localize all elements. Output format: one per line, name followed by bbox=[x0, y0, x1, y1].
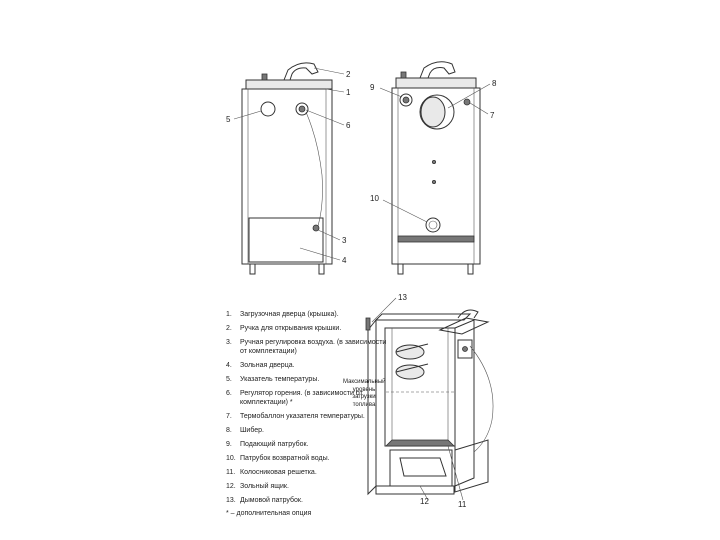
callout-5: 5 bbox=[226, 115, 231, 124]
legend-num: 9. bbox=[226, 441, 232, 448]
callout-2: 2 bbox=[346, 70, 351, 79]
legend-item: 13. Дымовой патрубок. bbox=[226, 496, 394, 505]
legend-item: 11. Колосниковая решетка. bbox=[226, 468, 394, 477]
callout-11: 11 bbox=[458, 500, 467, 509]
footnote: * – дополнительная опция bbox=[226, 510, 312, 517]
legend-item: 9. Подающий патрубок. bbox=[226, 440, 394, 449]
legend-num: 8. bbox=[226, 427, 232, 434]
front-view: 2 1 5 6 3 4 bbox=[226, 62, 351, 275]
legend-num: 12. bbox=[226, 483, 236, 490]
legend-num: 7. bbox=[226, 413, 232, 420]
back-view: 9 8 7 10 bbox=[370, 61, 497, 275]
callout-1: 1 bbox=[346, 88, 351, 97]
legend-text: Указатель температуры. bbox=[240, 376, 320, 383]
legend-text: Загрузочная дверца (крышка). bbox=[240, 311, 339, 318]
fuel-level-label: Максимальный уровень загрузки топлива bbox=[343, 379, 386, 408]
legend-num: 4. bbox=[226, 362, 232, 369]
legend-text: Регулятор горения. (в зависимости от ком… bbox=[240, 390, 363, 406]
legend-text: Патрубок возвратной воды. bbox=[240, 455, 330, 462]
section-view: 13 12 11 bbox=[365, 293, 494, 509]
callout-9: 9 bbox=[370, 83, 375, 92]
legend-text: Термобаллон указателя температуры. bbox=[240, 413, 365, 420]
legend-item: 1. Загрузочная дверца (крышка). bbox=[226, 310, 394, 319]
legend-item: 10. Патрубок возвратной воды. bbox=[226, 454, 394, 463]
legend-num: 2. bbox=[226, 325, 232, 332]
callout-12: 12 bbox=[420, 497, 429, 506]
legend-item: 3. Ручная регулировка воздуха. (в зависим… bbox=[226, 338, 394, 356]
legend-text: Ручка для открывания крышки. bbox=[240, 325, 342, 332]
legend-text: Ручная регулировка воздуха. (в зависимос… bbox=[240, 339, 387, 355]
legend-text: Зольный ящик. bbox=[240, 483, 289, 490]
legend-text: Зольная дверца. bbox=[240, 362, 295, 369]
callout-4: 4 bbox=[342, 256, 347, 265]
legend-num: 10. bbox=[226, 455, 236, 462]
legend-text: Подающий патрубок. bbox=[240, 441, 309, 448]
legend-num: 5. bbox=[226, 376, 232, 383]
legend-num: 1. bbox=[226, 311, 232, 318]
callout-13: 13 bbox=[398, 293, 407, 302]
legend-item: 7. Термобаллон указателя температуры. bbox=[226, 412, 394, 421]
legend-item: 4. Зольная дверца. bbox=[226, 361, 394, 370]
callout-6: 6 bbox=[346, 121, 351, 130]
legend-text: Шибер. bbox=[240, 427, 264, 434]
legend-text: Дымовой патрубок. bbox=[240, 497, 303, 504]
callout-10: 10 bbox=[370, 194, 379, 203]
legend-num: 3. bbox=[226, 339, 232, 346]
legend: 1. Загрузочная дверца (крышка). 2. Ручка д… bbox=[226, 310, 394, 517]
legend-num: 6. bbox=[226, 390, 232, 397]
legend-item: 8. Шибер. bbox=[226, 426, 394, 435]
legend-item: 2. Ручка для открывания крышки. bbox=[226, 324, 394, 333]
callout-8: 8 bbox=[492, 79, 497, 88]
legend-num: 13. bbox=[226, 497, 236, 504]
legend-item: 6. Регулятор горения. (в зависимости от к… bbox=[226, 389, 394, 407]
legend-item: 5. Указатель температуры. bbox=[226, 375, 394, 384]
legend-num: 11. bbox=[226, 469, 236, 476]
legend-item: 12. Зольный ящик. bbox=[226, 482, 394, 491]
callout-7: 7 bbox=[490, 111, 495, 120]
legend-text: Колосниковая решетка. bbox=[240, 469, 317, 476]
callout-3: 3 bbox=[342, 236, 347, 245]
